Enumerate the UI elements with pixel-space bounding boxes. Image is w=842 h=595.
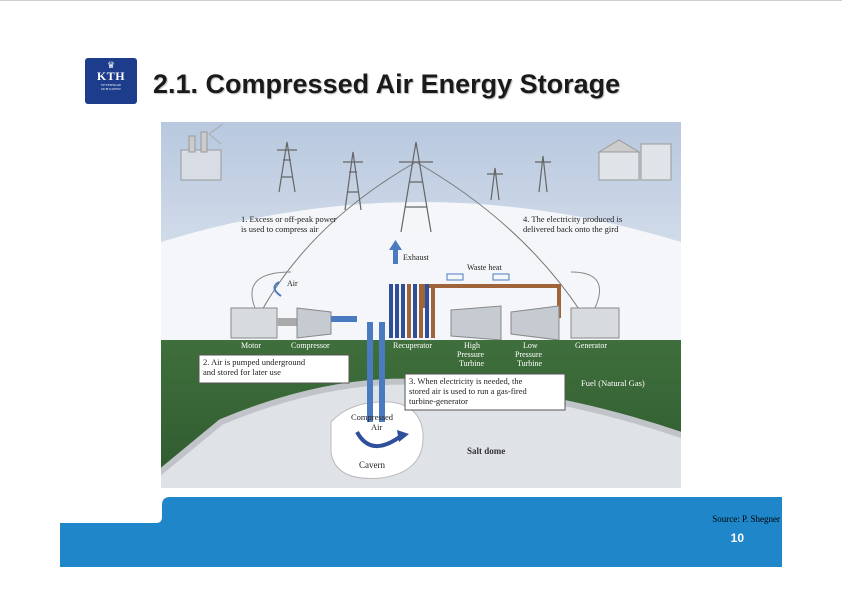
waste-heat-arrow-1	[446, 273, 464, 281]
slide-title: 2.1. Compressed Air Energy Storage	[153, 69, 621, 99]
crown-icon: ♛	[106, 60, 116, 70]
logo-subtitle-1: VETENSKAP	[100, 83, 122, 87]
high-line1: High	[464, 341, 480, 350]
low-line1: Low	[523, 341, 538, 350]
fuel-label: Fuel (Natural Gas)	[581, 378, 645, 388]
air-intake-icon	[273, 281, 282, 297]
step4-line1: 4. The electricity produced is	[523, 214, 622, 224]
footer-bar	[60, 497, 782, 567]
generator-unit	[570, 307, 620, 339]
waste-heat-arrow-2	[492, 273, 510, 281]
step3-line1: 3. When electricity is needed, the	[409, 376, 523, 386]
step2-line1: 2. Air is pumped underground	[203, 357, 306, 367]
step2-box	[198, 354, 350, 384]
motor-unit	[230, 307, 278, 339]
page-number: 10	[730, 531, 744, 545]
houses-icon	[597, 139, 672, 181]
exhaust-label: Exhaust	[403, 253, 430, 262]
cavern-label: Cavern	[359, 460, 385, 470]
motor-label: Motor	[241, 341, 261, 350]
power-dome	[161, 202, 681, 340]
logo-text: KTH	[96, 69, 126, 83]
generator-cable	[570, 271, 600, 309]
power-line-right	[415, 161, 582, 313]
step1-line1: 1. Excess or off-peak power	[241, 214, 337, 224]
compressed-line1: Compressed	[351, 412, 394, 422]
air-flow-arrow-icon	[355, 430, 403, 448]
compressor-outlet	[331, 316, 357, 322]
factory-icon	[180, 123, 224, 181]
shaft-1	[277, 318, 297, 326]
kth-logo: ♛ KTH VETENSKAP OCH KONST	[85, 58, 137, 104]
motor-cable	[251, 271, 292, 309]
step4-line2: delivered back onto the gird	[523, 224, 619, 234]
recuperator-label: Recuperator	[393, 341, 432, 350]
salt-dome-label: Salt dome	[467, 446, 505, 456]
step3-line2: stored air is used to run a gas-fired	[409, 386, 528, 396]
step1-line2: is used to compress air	[241, 224, 319, 234]
compressed-line2: Air	[371, 422, 383, 432]
logo-subtitle-2: OCH KONST	[101, 87, 121, 91]
low-line2: Pressure	[515, 350, 543, 359]
step3-line3: turbine-generator	[409, 396, 468, 406]
air-pipe-up	[379, 322, 385, 422]
source-credit: Source: P. Shegner	[712, 514, 780, 524]
caes-diagram: 1. Excess or off-peak power is used to c…	[161, 122, 681, 488]
pylon-icon	[277, 141, 551, 233]
high-line3: Turbine	[459, 359, 484, 368]
top-divider	[0, 0, 842, 1]
air-label: Air	[287, 279, 298, 288]
high-line2: Pressure	[457, 350, 485, 359]
high-pressure-turbine	[450, 305, 502, 341]
compressor-unit	[296, 307, 332, 339]
step2-line2: and stored for later use	[203, 367, 281, 377]
step3-box	[404, 373, 566, 411]
waste-heat-label: Waste heat	[467, 263, 502, 272]
low-pressure-turbine	[510, 305, 560, 341]
generator-label: Generator	[575, 341, 607, 350]
compressor-label: Compressor	[291, 341, 330, 350]
air-pipe-down	[367, 322, 373, 422]
low-line3: Turbine	[517, 359, 542, 368]
exhaust-arrow-icon	[389, 240, 402, 264]
recuperator-unit	[389, 284, 435, 338]
